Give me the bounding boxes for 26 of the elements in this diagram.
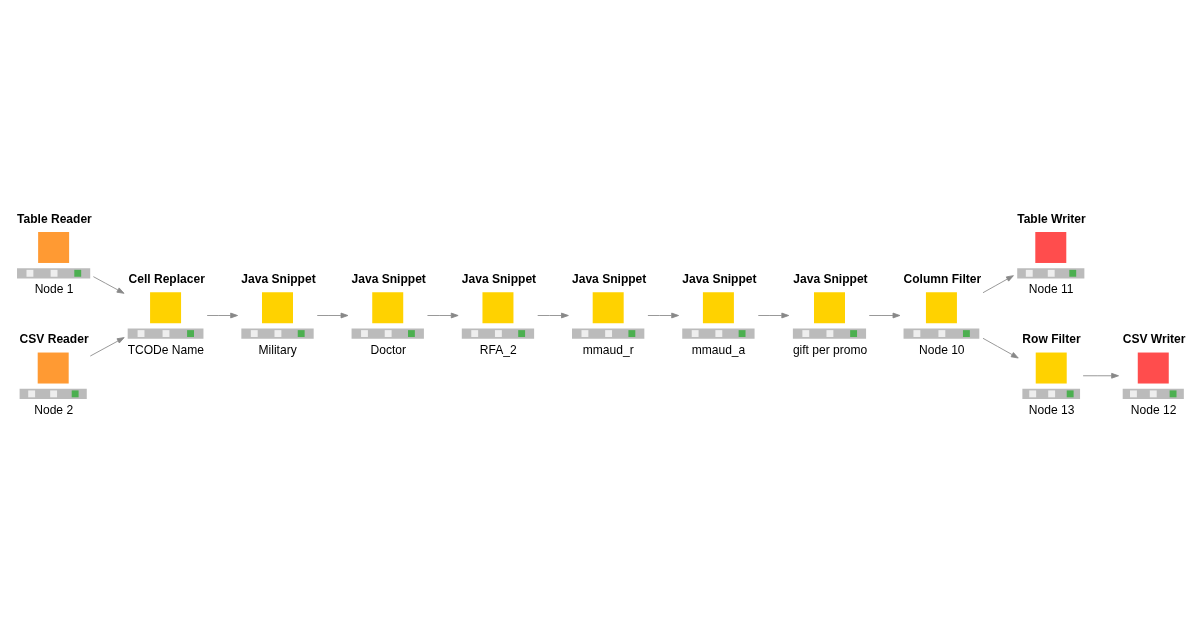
node-label: mmaud_a: [691, 342, 746, 357]
node-label: Node 12: [1130, 402, 1177, 417]
node-label: Java Snippet: [351, 271, 426, 286]
node-label: Node 11: [1028, 281, 1074, 296]
node-label: Java Snippet: [241, 271, 316, 286]
node-label: Column Filter: [903, 271, 982, 286]
node-label: Row Filter: [1022, 331, 1081, 346]
node-label: Table Reader: [17, 211, 92, 226]
node-label: Java Snippet: [572, 271, 647, 286]
node-label: CSV Writer: [1122, 331, 1186, 346]
node-label: Java Snippet: [461, 271, 537, 286]
node-label: gift per promo: [792, 342, 868, 357]
node-label: Node 10: [919, 342, 965, 357]
node-label: Military: [258, 342, 297, 357]
node-label: Table Writer: [1017, 211, 1086, 226]
node-label: RFA_2: [479, 342, 517, 357]
node-label: Node 2: [34, 402, 74, 417]
node-label: Cell Replacer: [128, 271, 205, 286]
node-label: TCODe Name: [127, 342, 204, 357]
node-label: Java Snippet: [793, 271, 868, 286]
node-label: Doctor: [370, 342, 406, 357]
node-label: Node 13: [1028, 402, 1075, 417]
node-label: Java Snippet: [682, 271, 757, 286]
node-label: CSV Reader: [19, 331, 89, 346]
node-label: Node 1: [34, 281, 74, 296]
node-label: mmaud_r: [582, 342, 634, 357]
